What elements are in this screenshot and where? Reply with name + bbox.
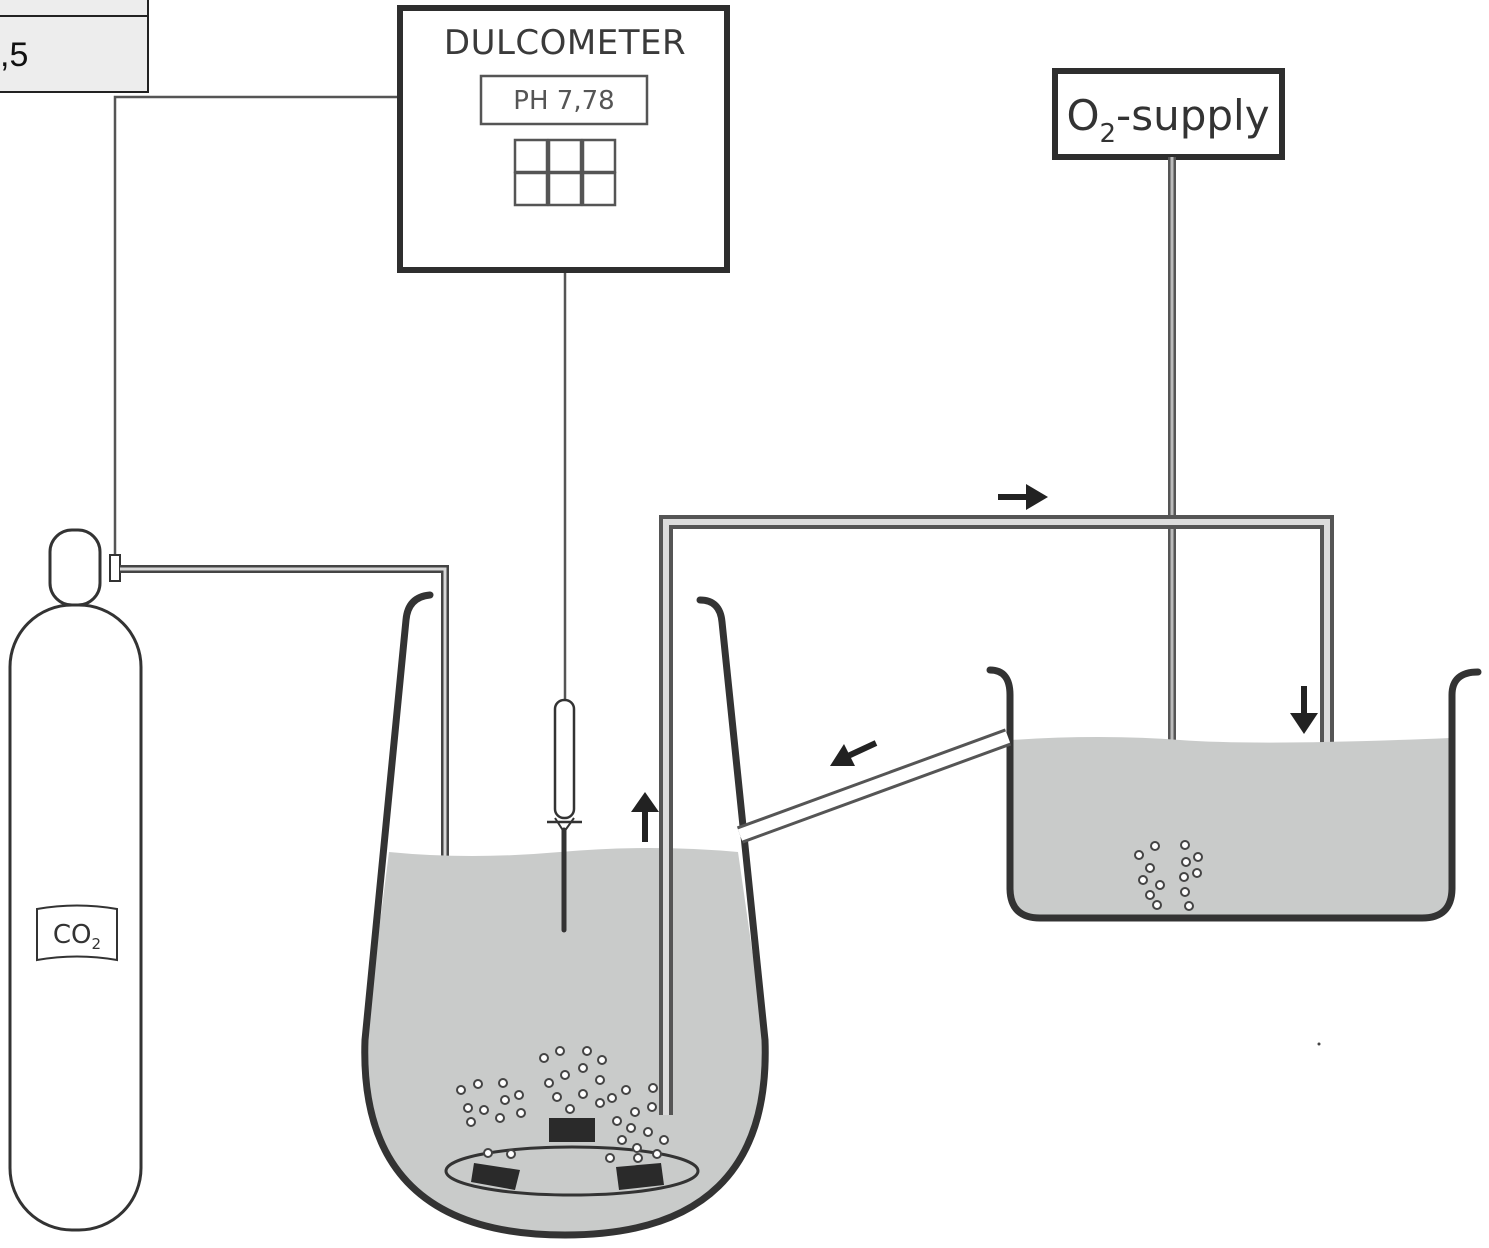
speck <box>1317 1042 1321 1046</box>
dulcometer-unit: DULCOMETER PH 7,78 <box>397 5 730 273</box>
o2-supply-box: O2-supply <box>1052 68 1285 160</box>
o2-supply-label: O2-supply <box>1066 91 1269 149</box>
co2-bubbles <box>456 1046 669 1163</box>
corner-table-value: ,5 <box>0 36 28 74</box>
arrow-up-icon <box>631 792 659 842</box>
oxygenation-tank <box>986 666 1482 922</box>
co2-label-plate <box>36 904 118 962</box>
circulation-pipe <box>659 515 1334 1115</box>
diffuser-stones <box>471 1118 664 1190</box>
corner-table: ,5 <box>0 0 149 93</box>
flow-arrows <box>631 484 1318 842</box>
arrow-right-icon <box>998 484 1048 510</box>
cylinder-valve <box>48 528 102 607</box>
ph-display-text: PH 7,78 <box>513 86 614 116</box>
co2-label: CO2 <box>53 920 101 953</box>
control-cables <box>113 95 567 700</box>
arrow-down-icon <box>1290 686 1318 734</box>
ph-probe <box>547 698 582 933</box>
keypad <box>513 138 617 207</box>
return-pipe <box>736 728 1012 844</box>
dulcometer-title: DULCOMETER <box>444 23 686 63</box>
o2-bubbles <box>1134 840 1203 911</box>
co2-cylinder: CO2 <box>8 528 143 1232</box>
co2-control-cable <box>113 95 400 560</box>
arrow-down-left-icon <box>830 740 878 766</box>
ph-display <box>479 74 649 126</box>
